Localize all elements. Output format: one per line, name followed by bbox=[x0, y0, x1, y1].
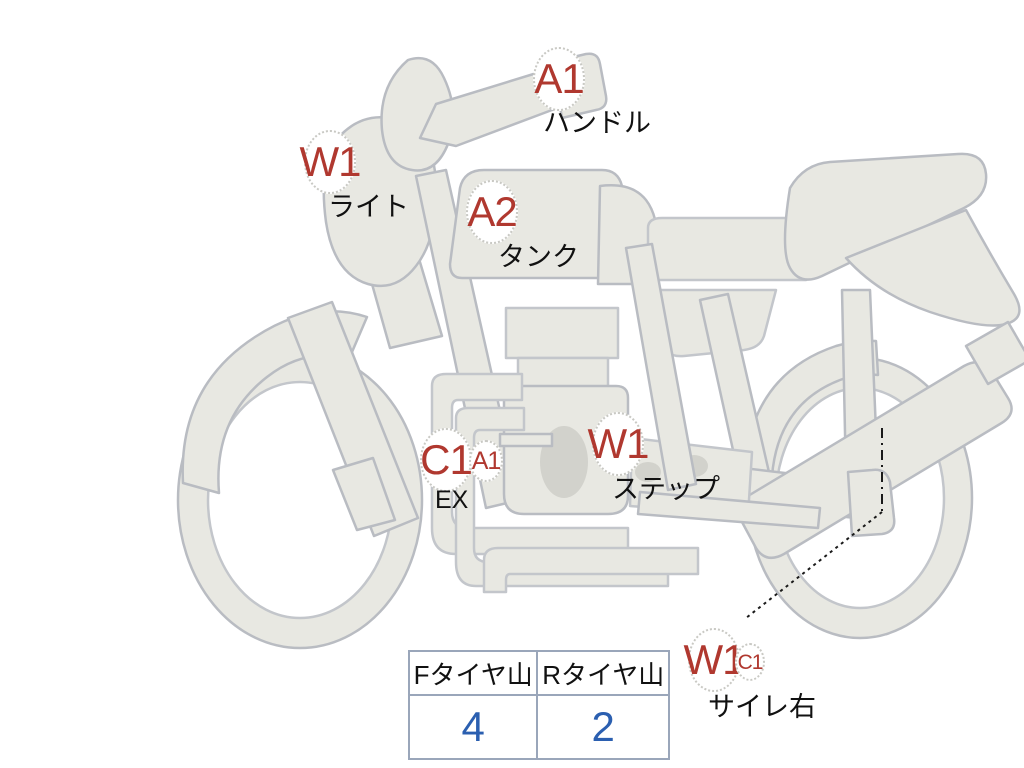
lower-frame-rail bbox=[624, 242, 698, 492]
marker-tank[interactable]: A2 bbox=[466, 180, 518, 244]
marker-silencer-sub[interactable]: C1 bbox=[735, 643, 765, 681]
marker-light[interactable]: W1 bbox=[300, 130, 362, 194]
silencer-leader-line bbox=[745, 428, 883, 619]
seat bbox=[646, 216, 808, 282]
marker-silencer[interactable]: W1 bbox=[684, 628, 746, 692]
tyre-tread-table: Fタイヤ山 Rタイヤ山 4 2 bbox=[407, 650, 670, 760]
marker-handle[interactable]: A1 bbox=[533, 47, 585, 111]
cylinder-head bbox=[504, 306, 620, 360]
header-front-tyre: Fタイヤ山 bbox=[407, 650, 539, 696]
front-fork-lower bbox=[286, 300, 420, 538]
muffler-tip bbox=[964, 320, 1024, 386]
value-rear-tyre[interactable]: 2 bbox=[536, 694, 670, 760]
footpeg-right bbox=[635, 462, 661, 482]
marker-ex[interactable]: C1 bbox=[420, 428, 473, 492]
marker-ex-sub[interactable]: A1 bbox=[469, 440, 503, 482]
caption-step: ステップ bbox=[612, 474, 720, 504]
caption-light: ライト bbox=[328, 192, 409, 222]
table-header-row: Fタイヤ山 Rタイヤ山 bbox=[407, 650, 670, 696]
caption-tank: タンク bbox=[498, 242, 579, 272]
rear-side-cover bbox=[783, 152, 988, 281]
rear-hub-plate bbox=[846, 468, 896, 538]
marker-step[interactable]: W1 bbox=[588, 412, 650, 476]
caption-handle: ハンドル bbox=[543, 108, 651, 138]
fork-bottom-tab bbox=[331, 456, 397, 532]
header-rear-tyre: Rタイヤ山 bbox=[536, 650, 670, 696]
frame-cross bbox=[636, 490, 822, 530]
caption-ex: EX bbox=[435, 486, 469, 514]
table-value-row: 4 2 bbox=[407, 694, 670, 760]
caption-silencer: サイレ右 bbox=[708, 692, 816, 722]
value-front-tyre[interactable]: 4 bbox=[407, 694, 539, 760]
exhaust-collector bbox=[482, 546, 700, 594]
exhaust-header bbox=[430, 372, 630, 556]
front-fender bbox=[181, 309, 369, 495]
exhaust-link bbox=[498, 432, 554, 448]
